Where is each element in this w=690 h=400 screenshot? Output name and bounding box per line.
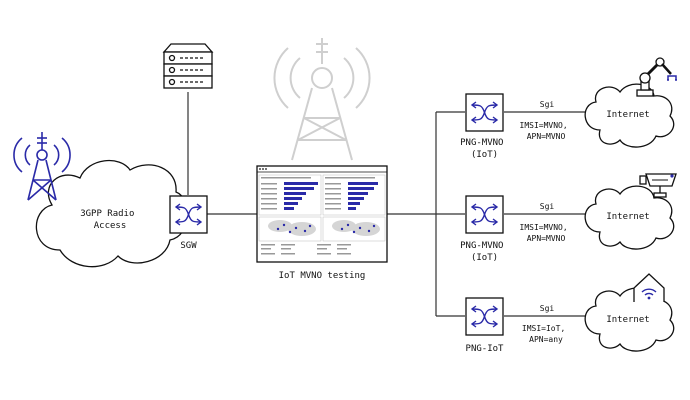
apn-3-label: IMSI=IoT, APN=any bbox=[522, 324, 570, 344]
png-mvno-2-label: PNG-MVNO (IoT) bbox=[460, 241, 509, 263]
svg-text:Internet: Internet bbox=[606, 110, 649, 120]
radio-access-cloud bbox=[35, 159, 188, 268]
apn-2-label: IMSI=MVNO, APN=MVNO bbox=[520, 223, 573, 243]
sgw-router-icon bbox=[169, 195, 208, 234]
sgi-3-label: Sgi bbox=[540, 304, 555, 313]
radio-tower-faint-icon bbox=[273, 38, 371, 161]
apn-1-label: IMSI=MVNO, APN=MVNO bbox=[520, 121, 573, 141]
internet-cloud-2: Internet bbox=[584, 185, 675, 250]
png-mvno-1-router-icon bbox=[465, 93, 504, 132]
png-iot-router-icon bbox=[465, 297, 504, 336]
sgi-2-label: Sgi bbox=[540, 202, 555, 211]
smart-home-wifi-icon bbox=[633, 273, 665, 302]
testing-label: IoT MVNO testing bbox=[279, 271, 366, 281]
svg-text:Internet: Internet bbox=[606, 212, 649, 222]
png-mvno-1-label: PNG-MVNO (IoT) bbox=[460, 138, 509, 160]
png-mvno-2-router-icon bbox=[465, 195, 504, 234]
png-iot-label: PNG-IoT bbox=[466, 344, 505, 354]
svg-text:Internet: Internet bbox=[606, 315, 649, 325]
sgw-label: SGW bbox=[180, 241, 197, 251]
testing-dashboard bbox=[256, 165, 388, 263]
security-camera-icon bbox=[639, 173, 677, 198]
internet-cloud-3: Internet bbox=[584, 287, 675, 352]
radio-tower-icon bbox=[13, 132, 71, 201]
robot-arm-icon bbox=[636, 57, 677, 97]
internet-cloud-1: Internet bbox=[584, 83, 675, 148]
radio-access-label: 3GPP Radio Access bbox=[80, 209, 140, 231]
server-rack-icon bbox=[162, 43, 214, 89]
sgi-1-label: Sgi bbox=[540, 100, 555, 109]
connection-lines bbox=[140, 92, 590, 317]
